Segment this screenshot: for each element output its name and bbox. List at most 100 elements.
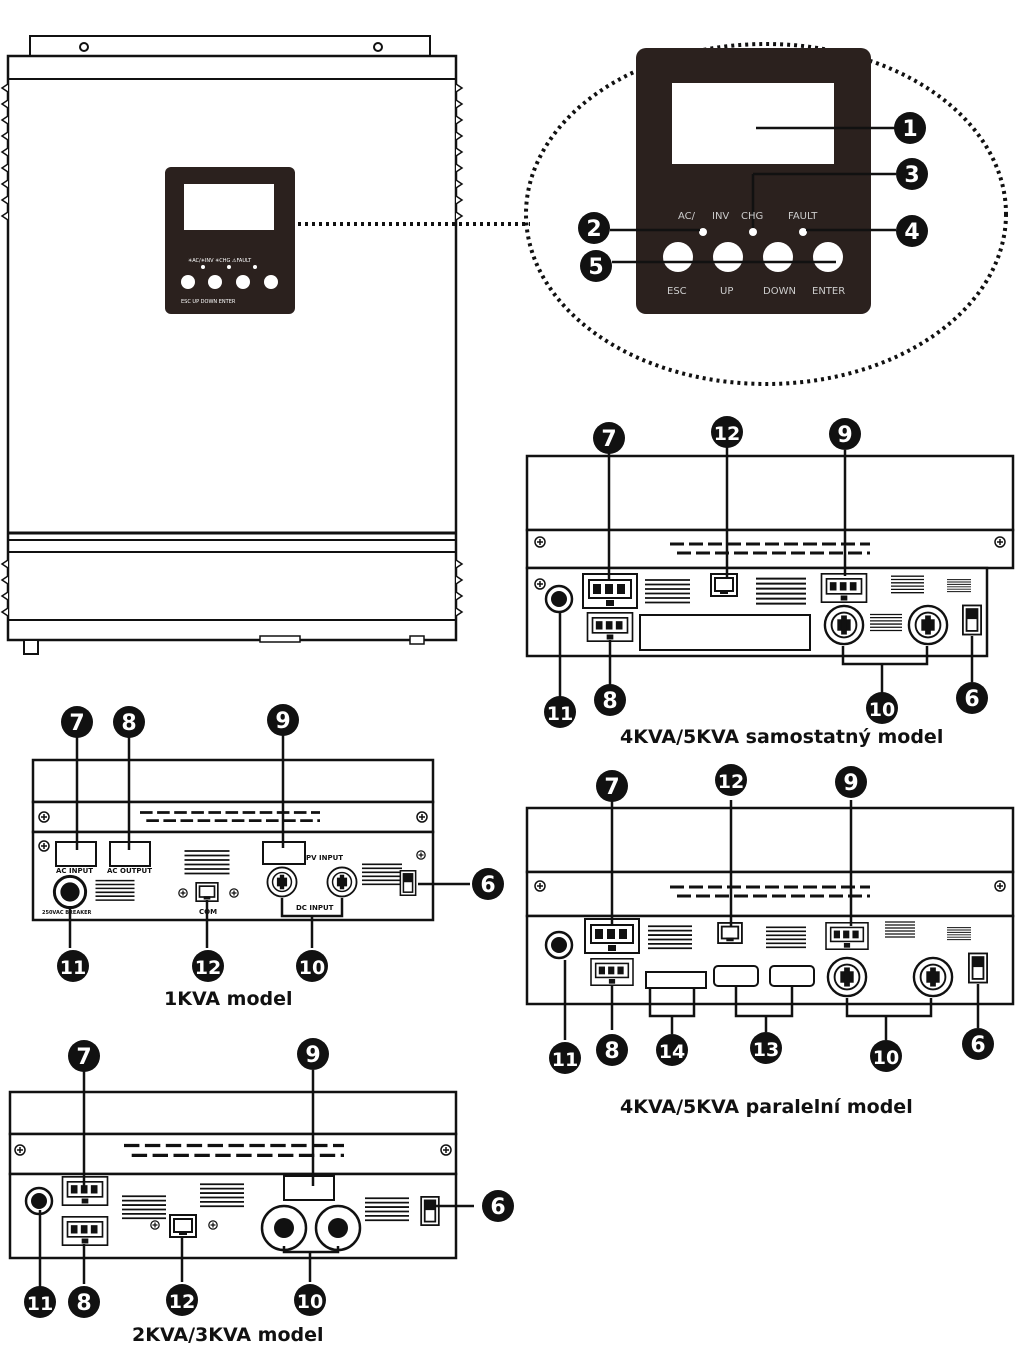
callout-8-badge (596, 1034, 628, 1066)
callout-10: 10 (873, 1047, 899, 1069)
caption-4-5kva-parallel: 4KVA/5KVA paralelní model (620, 1096, 913, 1118)
callout-6-badge (472, 868, 504, 900)
caption-4-5kva-standalone: 4KVA/5KVA samostatný model (620, 726, 944, 748)
callout-9-badge (829, 418, 861, 450)
small-control-panel: ✳AC/✳INV ✳CHG ⚠FAULT ESC UP DOWN ENTER (165, 167, 295, 314)
callout-7: 7 (76, 1045, 91, 1070)
lcd-display (672, 83, 834, 164)
callout-1: 1 (902, 117, 917, 142)
led-label-fault: FAULT (788, 211, 818, 222)
callout-12-badge (192, 950, 224, 982)
callout-7: 7 (69, 711, 84, 736)
down-button (763, 242, 793, 272)
callout-3: 3 (904, 163, 919, 188)
callout-10-badge (296, 950, 328, 982)
callout-10-badge (866, 692, 898, 724)
callout-8: 8 (602, 689, 617, 714)
callout-7-badge (61, 706, 93, 738)
callout-10-badge (294, 1284, 326, 1316)
callout-6: 6 (964, 687, 979, 712)
callout-12-badge (711, 416, 743, 448)
led-label-ac: AC/ (678, 211, 696, 222)
callout-12: 12 (195, 957, 221, 979)
callout-11: 11 (27, 1293, 53, 1315)
callout-9-badge (267, 704, 299, 736)
caption-1kva: 1KVA model (164, 988, 293, 1010)
callout-13-badge (750, 1032, 782, 1064)
button-label-enter: ENTER (812, 286, 846, 297)
callout-8: 8 (76, 1291, 91, 1316)
callout-9-badge (835, 766, 867, 798)
callout-6: 6 (480, 873, 495, 898)
callout-11-badge (544, 696, 576, 728)
callout-1-badge (894, 112, 926, 144)
callout-13: 13 (753, 1039, 779, 1061)
callout-10: 10 (297, 1291, 323, 1313)
callout-9: 9 (843, 771, 858, 796)
callout-10: 10 (299, 957, 325, 979)
label-ac-output: AC OUTPUT (107, 867, 152, 875)
button-label-down: DOWN (763, 286, 796, 297)
2-3kva-leaders (38, 1070, 474, 1288)
led-fault (799, 228, 807, 236)
rear-1kva (31, 758, 435, 922)
led-ac-inv (699, 228, 707, 236)
svg-text:ESC UP DOWN ENTER: ESC UP DOWN ENTER (181, 299, 236, 305)
button-label-esc: ESC (667, 286, 687, 297)
callout-9-badge (297, 1038, 329, 1070)
side-fins-left (0, 83, 9, 617)
callout-6-badge (962, 1028, 994, 1060)
side-fins-right (455, 83, 464, 617)
callout-5-badge (580, 250, 612, 282)
callout-6: 6 (490, 1195, 505, 1220)
enter-button (813, 242, 843, 272)
callout-11-badge (57, 950, 89, 982)
callout-9: 9 (837, 423, 852, 448)
callout-11: 11 (552, 1049, 578, 1071)
callout-11: 11 (60, 957, 86, 979)
callout-11-badge (24, 1286, 56, 1318)
callout-12: 12 (714, 423, 740, 445)
callout-8-badge (594, 684, 626, 716)
callout-4: 4 (904, 220, 919, 245)
1kva-leaders (68, 735, 470, 948)
callout-6-badge (956, 682, 988, 714)
callout-7-badge (596, 770, 628, 802)
callout-7: 7 (604, 775, 619, 800)
svg-text:✳AC/✳INV ✳CHG ⚠FAULT: ✳AC/✳INV ✳CHG ⚠FAULT (188, 258, 252, 264)
parallel-leaders (563, 800, 980, 1040)
callout-12-badge (166, 1284, 198, 1316)
callout-6: 6 (970, 1033, 985, 1058)
callout-12: 12 (718, 771, 744, 793)
esc-button (663, 242, 693, 272)
callout-12-badge (715, 764, 747, 796)
up-button (713, 242, 743, 272)
callout-8-badge (68, 1286, 100, 1318)
callout-14: 14 (659, 1041, 685, 1063)
standalone-leaders (558, 446, 974, 700)
label-ac-input: AC INPUT (56, 867, 93, 875)
button-label-up: UP (720, 286, 734, 297)
front-view: ✳AC/✳INV ✳CHG ⚠FAULT ESC UP DOWN ENTER (0, 35, 464, 655)
callout-8: 8 (604, 1039, 619, 1064)
callout-12: 12 (169, 1291, 195, 1313)
callout-7-badge (593, 422, 625, 454)
callout-7-badge (68, 1040, 100, 1072)
label-pv-input: PV INPUT (306, 854, 343, 862)
callout-10-badge (870, 1040, 902, 1072)
label-breaker: 250VAC BREAKER (42, 910, 91, 916)
callout-2-badge (578, 212, 610, 244)
rear-4-5kva-parallel (525, 806, 1015, 1006)
rear-2-3kva (8, 1090, 458, 1260)
label-dc-input: DC INPUT (296, 904, 334, 912)
callout-4-badge (896, 215, 928, 247)
caption-2-3kva: 2KVA/3KVA model (132, 1324, 324, 1346)
callout-7: 7 (601, 427, 616, 452)
callout-10: 10 (869, 699, 895, 721)
zoom-circle (524, 42, 1008, 386)
callout-8-badge (113, 706, 145, 738)
callout-9: 9 (305, 1043, 320, 1068)
